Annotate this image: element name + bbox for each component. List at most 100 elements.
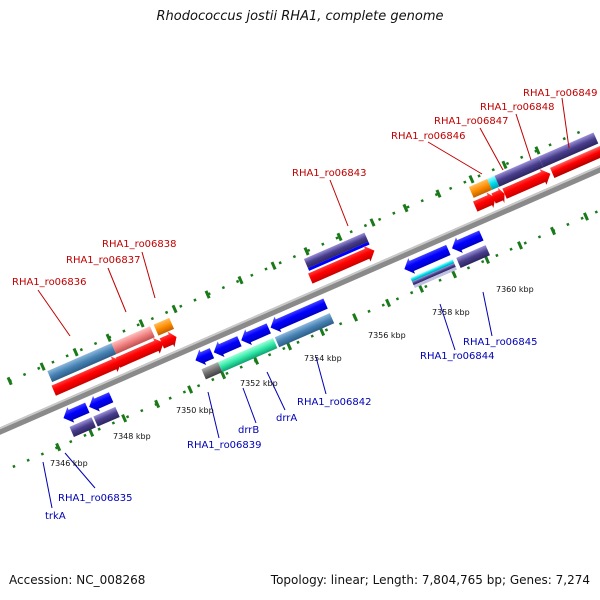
accession-label: Accession: [9, 573, 73, 587]
gene-label[interactable]: RHA1_ro06838 [102, 239, 177, 250]
gene-ro06845-feature[interactable] [456, 245, 490, 269]
scale-label: 7350 kbp [176, 406, 214, 415]
major-tick [451, 269, 458, 279]
gene-ro06843-group [303, 232, 378, 287]
major-tick [319, 327, 326, 337]
gene-ro06845-arrow[interactable] [449, 228, 485, 256]
scale-label: 7346 kbp [50, 459, 88, 468]
gene-label[interactable]: trkA [45, 511, 66, 522]
gene-drrB-arrow[interactable] [210, 333, 242, 360]
major-tick [88, 428, 95, 437]
genome-axis [0, 160, 600, 440]
major-tick [154, 399, 161, 409]
gene-ro06844-feature[interactable] [410, 259, 455, 282]
map-title: Rhodococcus jostii RHA1, complete genome [156, 9, 444, 24]
scale-label: 7360 kbp [496, 285, 534, 294]
length-label: Length: [372, 573, 419, 587]
major-tick [55, 442, 62, 452]
gene-label[interactable]: RHA1_ro06849 [523, 88, 598, 99]
gene-ro06837-arrow[interactable] [114, 335, 167, 371]
major-tick [484, 255, 491, 265]
gene-ro06835-arrow[interactable] [86, 389, 115, 414]
gene-label[interactable]: RHA1_ro06836 [12, 277, 87, 288]
bottom-leader-lines [42, 291, 493, 509]
major-tick [468, 174, 475, 184]
accession-value: NC_008268 [76, 573, 146, 587]
gene-label[interactable]: RHA1_ro06839 [187, 440, 262, 451]
major-tick [220, 370, 227, 380]
gene-ro06835-feature[interactable] [93, 406, 120, 427]
scale-label: 7356 kbp [368, 331, 406, 340]
gene-label[interactable]: RHA1_ro06845 [463, 337, 538, 348]
gene-label[interactable]: RHA1_ro06844 [420, 351, 495, 362]
topology-label: Topology: [270, 573, 327, 587]
gene-drrA-arrow[interactable] [238, 321, 272, 349]
gene-label[interactable]: drrA [276, 413, 297, 424]
major-tick [550, 226, 556, 236]
major-tick [72, 347, 79, 357]
gene-ro06836-arrow[interactable] [50, 353, 125, 398]
gene-cluster-left-bottom [60, 389, 120, 437]
gene-label[interactable]: RHA1_ro06835 [58, 493, 133, 504]
scale-label: 7354 kbp [304, 354, 342, 363]
major-tick [286, 341, 293, 351]
gene-ro06843-arrow[interactable] [307, 243, 378, 287]
gene-ro06848-feature[interactable] [494, 156, 544, 187]
major-tick [336, 232, 343, 242]
top-leader-lines [37, 97, 570, 337]
gene-trkA-feature[interactable] [69, 417, 96, 437]
gene-ro06836-feature[interactable] [47, 343, 117, 383]
major-tick [517, 241, 523, 250]
gene-label[interactable]: RHA1_ro06847 [434, 116, 509, 127]
gene-label[interactable]: RHA1_ro06842 [297, 397, 372, 408]
gene-label[interactable]: RHA1_ro06848 [480, 102, 555, 113]
major-tick [303, 247, 310, 256]
gene-label[interactable]: drrB [238, 425, 259, 436]
gene-ro06847-feature[interactable] [487, 175, 500, 190]
major-tick [105, 333, 112, 343]
major-tick [369, 218, 376, 227]
gene-cluster-left-top [47, 317, 179, 398]
major-tick [435, 189, 442, 198]
gene-ro06842-feature[interactable] [274, 313, 335, 348]
gene-trkA-arrow[interactable] [60, 400, 91, 426]
gene-drrB-feature[interactable] [217, 338, 278, 373]
major-tick [418, 284, 425, 293]
major-tick [121, 414, 128, 423]
gene-ro06838-arrow[interactable] [158, 329, 179, 351]
gene-ro06846-arrow[interactable] [472, 190, 499, 214]
length-value: 7,804,765 bp [421, 573, 502, 587]
gene-ro06839-feature[interactable] [201, 362, 223, 380]
gene-ro06847-arrow[interactable] [490, 186, 508, 206]
major-tick [270, 261, 277, 270]
gene-ro06843-feature[interactable] [303, 232, 369, 269]
gene-labels-top: RHA1_ro06836 RHA1_ro06837 RHA1_ro06838 RHA1… [12, 88, 598, 288]
major-tick [534, 146, 541, 155]
major-tick [402, 203, 409, 213]
gene-ro06842-arrow[interactable] [267, 296, 329, 336]
major-tick [138, 319, 145, 328]
gene-label[interactable]: RHA1_ro06843 [292, 168, 367, 179]
gene-ro06844-arrow[interactable] [401, 242, 452, 277]
gene-label[interactable]: RHA1_ro06846 [391, 131, 466, 142]
major-tick [39, 362, 46, 371]
accession-info: Accession: NC_008268 [9, 573, 145, 587]
gene-labels-bottom: trkARHA1_ro06835RHA1_ro06839drrBdrrARHA1… [45, 337, 538, 522]
gene-ro06846-feature[interactable] [468, 178, 492, 198]
gene-cluster-right-top [468, 132, 600, 214]
gene-ro06839-arrow[interactable] [192, 345, 215, 368]
major-tick [583, 212, 589, 221]
genes-value: 7,274 [555, 573, 590, 587]
gene-ro06838-feature[interactable] [153, 317, 175, 336]
bottom-dotted-tick-line [12, 201, 600, 469]
gene-cluster-middle-bottom [192, 296, 335, 380]
gene-label[interactable]: RHA1_ro06837 [66, 255, 141, 266]
gene-ro06837-feature[interactable] [111, 326, 155, 355]
major-tick [187, 385, 194, 394]
topology-value: linear [330, 573, 365, 587]
gene-ro06848-arrow[interactable] [501, 166, 554, 202]
gene-ro06849-arrow[interactable] [550, 144, 600, 178]
gene-ro06849-feature[interactable] [538, 132, 599, 168]
scale-label: 7352 kbp [240, 379, 278, 388]
